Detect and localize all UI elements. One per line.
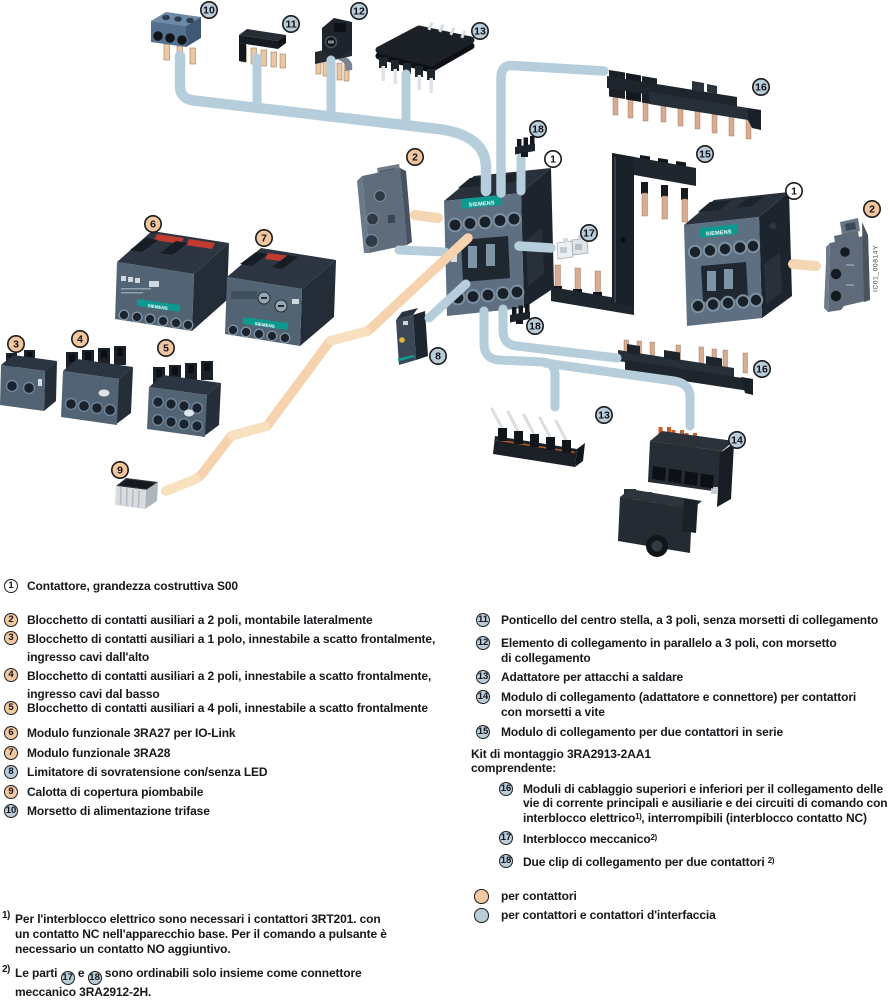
svg-text:11: 11 [285, 19, 296, 31]
svg-text:SIEMENS: SIEMENS [705, 229, 732, 237]
svg-text:SIEMENS: SIEMENS [468, 200, 495, 208]
svg-text:17: 17 [583, 228, 595, 240]
svg-text:4: 4 [77, 334, 83, 346]
svg-text:13: 13 [598, 410, 610, 422]
svg-text:SIEMENS: SIEMENS [254, 321, 275, 329]
svg-text:18: 18 [529, 321, 541, 333]
svg-text:16: 16 [756, 364, 768, 376]
svg-text:9: 9 [117, 465, 123, 477]
svg-text:5: 5 [163, 343, 169, 355]
svg-text:1: 1 [791, 186, 797, 198]
svg-text:18: 18 [532, 124, 544, 136]
svg-text:SIEMENS: SIEMENS [147, 303, 168, 311]
svg-text:16: 16 [755, 82, 767, 94]
svg-text:3: 3 [13, 339, 19, 351]
svg-text:1: 1 [550, 154, 556, 166]
svg-text:7: 7 [261, 233, 267, 245]
svg-text:15: 15 [699, 149, 711, 161]
svg-text:2: 2 [412, 152, 418, 164]
svg-text:8: 8 [435, 351, 441, 363]
svg-text:12: 12 [353, 6, 365, 18]
svg-text:2: 2 [869, 204, 875, 216]
svg-text:6: 6 [150, 219, 156, 231]
svg-text:10: 10 [203, 5, 215, 17]
svg-text:14: 14 [731, 435, 743, 447]
svg-text:13: 13 [474, 26, 486, 38]
svg-text:IC01_00814Y: IC01_00814Y [873, 245, 880, 292]
